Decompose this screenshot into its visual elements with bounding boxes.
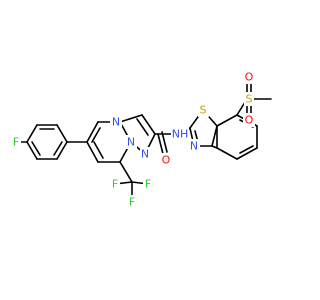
bond — [31, 141, 41, 156]
atom-label-cf3-fluorine: F — [145, 178, 151, 191]
bond — [53, 141, 63, 156]
bond — [239, 145, 254, 154]
bond — [26, 141, 38, 160]
atom-label-amide-oxygen: O — [162, 154, 171, 167]
bond — [86, 121, 99, 143]
atom-label-sulfonyl-oxygen: O — [245, 71, 254, 84]
atom-label-layer: F N N N NH O S N S O O F F F — [11, 70, 255, 209]
bond — [141, 114, 156, 135]
bond — [216, 147, 238, 160]
atom-label-thiazole-nitrogen: N — [190, 140, 198, 153]
bond — [91, 127, 101, 143]
bond — [211, 145, 218, 149]
bond — [26, 124, 38, 143]
bond — [93, 141, 104, 159]
atom-label-cf3-fluorine: F — [129, 196, 135, 209]
bond — [119, 161, 133, 183]
bond — [56, 124, 68, 143]
bond — [56, 141, 68, 160]
atom-label-sulfonyl-oxygen: O — [245, 114, 254, 127]
atom-label-thiazole-sulfur: S — [200, 104, 207, 117]
atom-label-sulfonyl-sulfur: S — [246, 93, 253, 106]
bond — [211, 125, 218, 147]
bond — [161, 131, 168, 153]
bond — [216, 114, 238, 127]
atom-label-amide-nitrogen: NH — [172, 128, 189, 141]
bond — [236, 147, 258, 160]
atom-label-nitrogen: N — [112, 116, 120, 129]
atom-label-nitrogen: N — [127, 136, 135, 149]
bond — [119, 114, 143, 123]
bond — [86, 141, 99, 163]
bond — [157, 133, 164, 155]
atom-label-nitrogen: N — [141, 148, 149, 161]
atom-label-cf3-fluorine: F — [112, 178, 118, 191]
bond — [136, 118, 149, 136]
molecule-structure: F N N N NH O S N S O O F F F — [11, 70, 272, 209]
atom-label-fluorine: F — [13, 136, 19, 149]
